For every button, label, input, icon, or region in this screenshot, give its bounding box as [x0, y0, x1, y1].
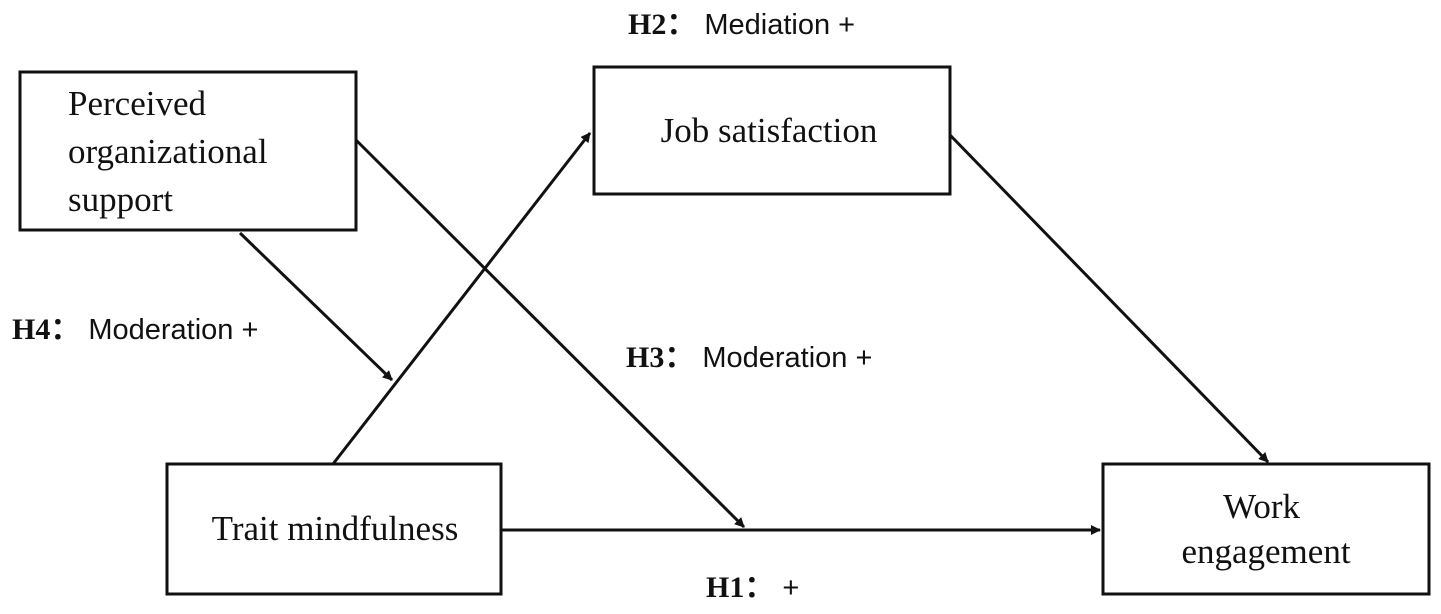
node-box-work-engagement	[1101, 462, 1431, 596]
hypothesis-label-h1: H1：+	[706, 571, 799, 604]
hypothesis-label-h3: H3：Moderation +	[626, 341, 872, 374]
edge-pos-moderates-h1-path	[354, 138, 746, 529]
node-label-perceived-organizational-support: Perceived organizational support	[68, 84, 276, 219]
hypothesis-code-h4: H4：	[12, 313, 80, 346]
node-box-job-satisfaction	[592, 65, 952, 196]
pos-label-line-1: Perceived	[68, 84, 206, 123]
hypothesis-code-h3: H3：	[626, 341, 694, 374]
work-engagement-label-line-1: Work	[1223, 487, 1300, 526]
edge-trait-mindfulness-to-job-satisfaction	[331, 132, 592, 465]
node-label-work-engagement: Work engagement	[1181, 487, 1350, 571]
edge-job-satisfaction-to-work-engagement	[948, 133, 1270, 464]
hypothesis-desc-h1: +	[782, 572, 799, 604]
hypothesis-label-h2: H2：Mediation +	[628, 8, 855, 41]
pos-label-line-2: organizational	[68, 132, 268, 171]
work-engagement-label-line-2: engagement	[1181, 532, 1350, 571]
edge-pos-moderates-h2-path	[238, 231, 394, 382]
hypothesis-label-h4: H4：Moderation +	[12, 313, 258, 346]
pos-label-line-3: support	[68, 180, 173, 219]
node-box-perceived-organizational-support	[18, 70, 358, 232]
hypothesis-desc-h2: Mediation +	[704, 9, 855, 41]
node-label-trait-mindfulness: Trait mindfulness	[212, 509, 459, 548]
hypothesis-code-h2: H2：	[628, 8, 696, 41]
hypothesis-desc-h4: Moderation +	[88, 314, 258, 346]
hypothesis-desc-h3: Moderation +	[702, 342, 872, 374]
hypothesis-code-h1: H1：	[706, 571, 774, 604]
node-label-job-satisfaction: Job satisfaction	[661, 111, 878, 150]
